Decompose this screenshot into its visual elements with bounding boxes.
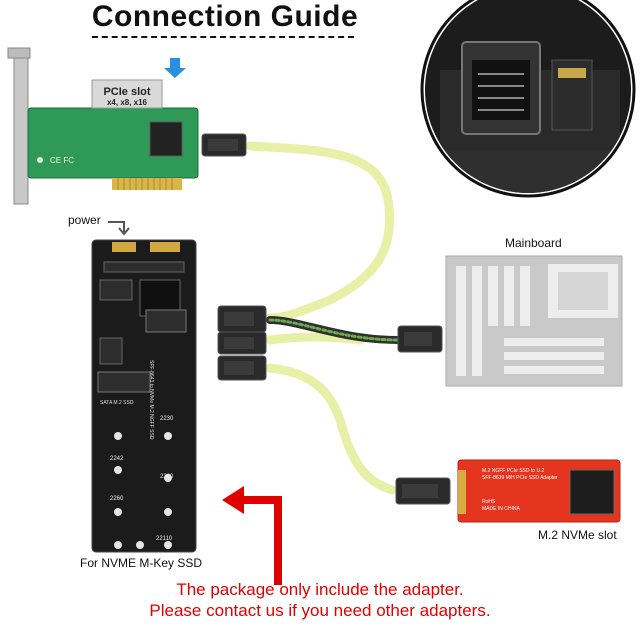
red-arrow-icon (222, 486, 282, 585)
size-2242: 2242 (110, 456, 124, 462)
pcie-sff-port (149, 121, 183, 157)
m2-card-port (569, 469, 615, 515)
adapter-board: SFF-8643 to NVMe M.2 NGFF SSD SATA M.2 S… (91, 239, 197, 553)
board-sata-label: SATA M.2 SSD (100, 400, 134, 406)
cable-pcie-to-hub (245, 141, 395, 323)
ssd-board-label: For NVME M-Key SSD (80, 556, 203, 570)
cable-group (245, 141, 402, 495)
note-line-2: Please contact us if you need other adap… (149, 601, 491, 620)
board-model-text: SFF-8643 to NVMe M.2 NGFF SSD (148, 360, 154, 440)
pcie-card: CE FC PCIe slot x4, x8, x16 (7, 47, 199, 205)
m2-card-line4: MADE IN CHINA (482, 506, 520, 512)
size-22110: 22110 (156, 536, 173, 542)
power-label: power (68, 213, 101, 227)
mainboard-label: Mainboard (505, 236, 562, 250)
zoom-circle (420, 0, 636, 198)
size-2260: 2260 (110, 496, 124, 502)
pcie-slot-label-box (91, 79, 163, 109)
pcie-slot-lanes: x4, x8, x16 (107, 98, 148, 107)
cable-breakout-low (265, 363, 397, 495)
m2-card-line3: RoHS (482, 499, 496, 505)
pcie-bracket (13, 47, 29, 205)
pcie-slot-title: PCIe slot (103, 86, 150, 98)
board-m2-slot (97, 371, 151, 393)
m2-card-line2: SFF-8639 M/H PCIe SSD Adapter (482, 475, 558, 481)
connector-m2 (395, 477, 451, 505)
m2-slot-label: M.2 NVMe slot (538, 528, 617, 542)
pcie-board-marks: CE FC (50, 156, 74, 165)
m2-card: M.2 NGFF PCIe SSD to U.2 SFF-8639 M/H PC… (457, 459, 621, 523)
mainboard (445, 255, 623, 387)
breakout-connectors (217, 305, 267, 381)
page-title: Connection Guide (91, 0, 359, 33)
connector-pcie-end (201, 133, 247, 157)
power-arrow-icon (108, 221, 130, 236)
m2-card-line1: M.2 NGFF PCIe SSD to U.2 (482, 468, 544, 474)
size-2280: 2280 (160, 474, 174, 480)
size-2230: 2230 (160, 416, 174, 422)
title-underline (92, 36, 354, 38)
down-arrow-icon (164, 58, 186, 78)
note-line-1: The package only include the adapter. (176, 580, 464, 599)
connector-mainboard (397, 325, 443, 353)
